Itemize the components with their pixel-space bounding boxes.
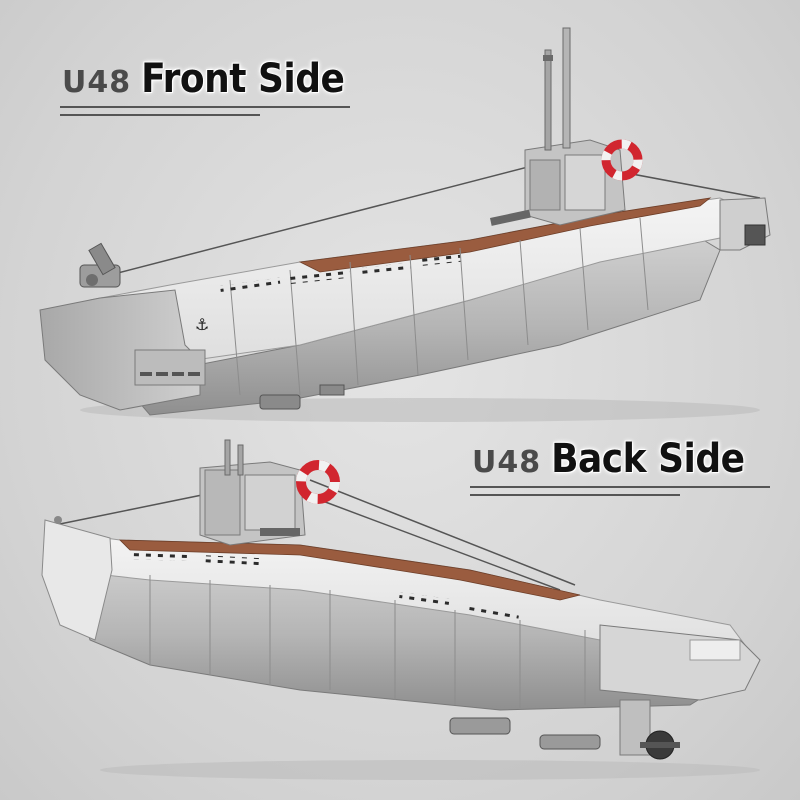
front-side-label: U48 Front Side — [62, 56, 345, 102]
back-side-label: U48 Back Side — [472, 436, 745, 482]
back-model-code: U48 — [472, 445, 542, 480]
conning-tower-front — [490, 27, 643, 226]
bow-cannon — [79, 242, 121, 288]
back-side-title: Back Side — [551, 436, 745, 482]
front-submarine: ⚓ — [39, 27, 771, 422]
lifebuoy-front-icon — [601, 139, 643, 181]
antenna-wire-front — [109, 159, 556, 276]
deck-front — [298, 197, 712, 273]
front-label-underline — [60, 106, 350, 108]
front-model-code: U48 — [62, 65, 132, 100]
stern-back — [599, 624, 761, 760]
stern-front — [719, 197, 771, 251]
back-label-underline — [470, 486, 770, 488]
deck-back — [119, 539, 581, 601]
lifebuoy-back-icon — [296, 460, 340, 504]
back-label-underline-2 — [470, 494, 680, 496]
conning-tower-back — [199, 439, 340, 546]
anchor-icon: ⚓ — [195, 315, 209, 334]
front-label-underline-2 — [60, 114, 260, 116]
back-submarine — [41, 439, 761, 780]
front-side-title: Front Side — [141, 56, 345, 102]
